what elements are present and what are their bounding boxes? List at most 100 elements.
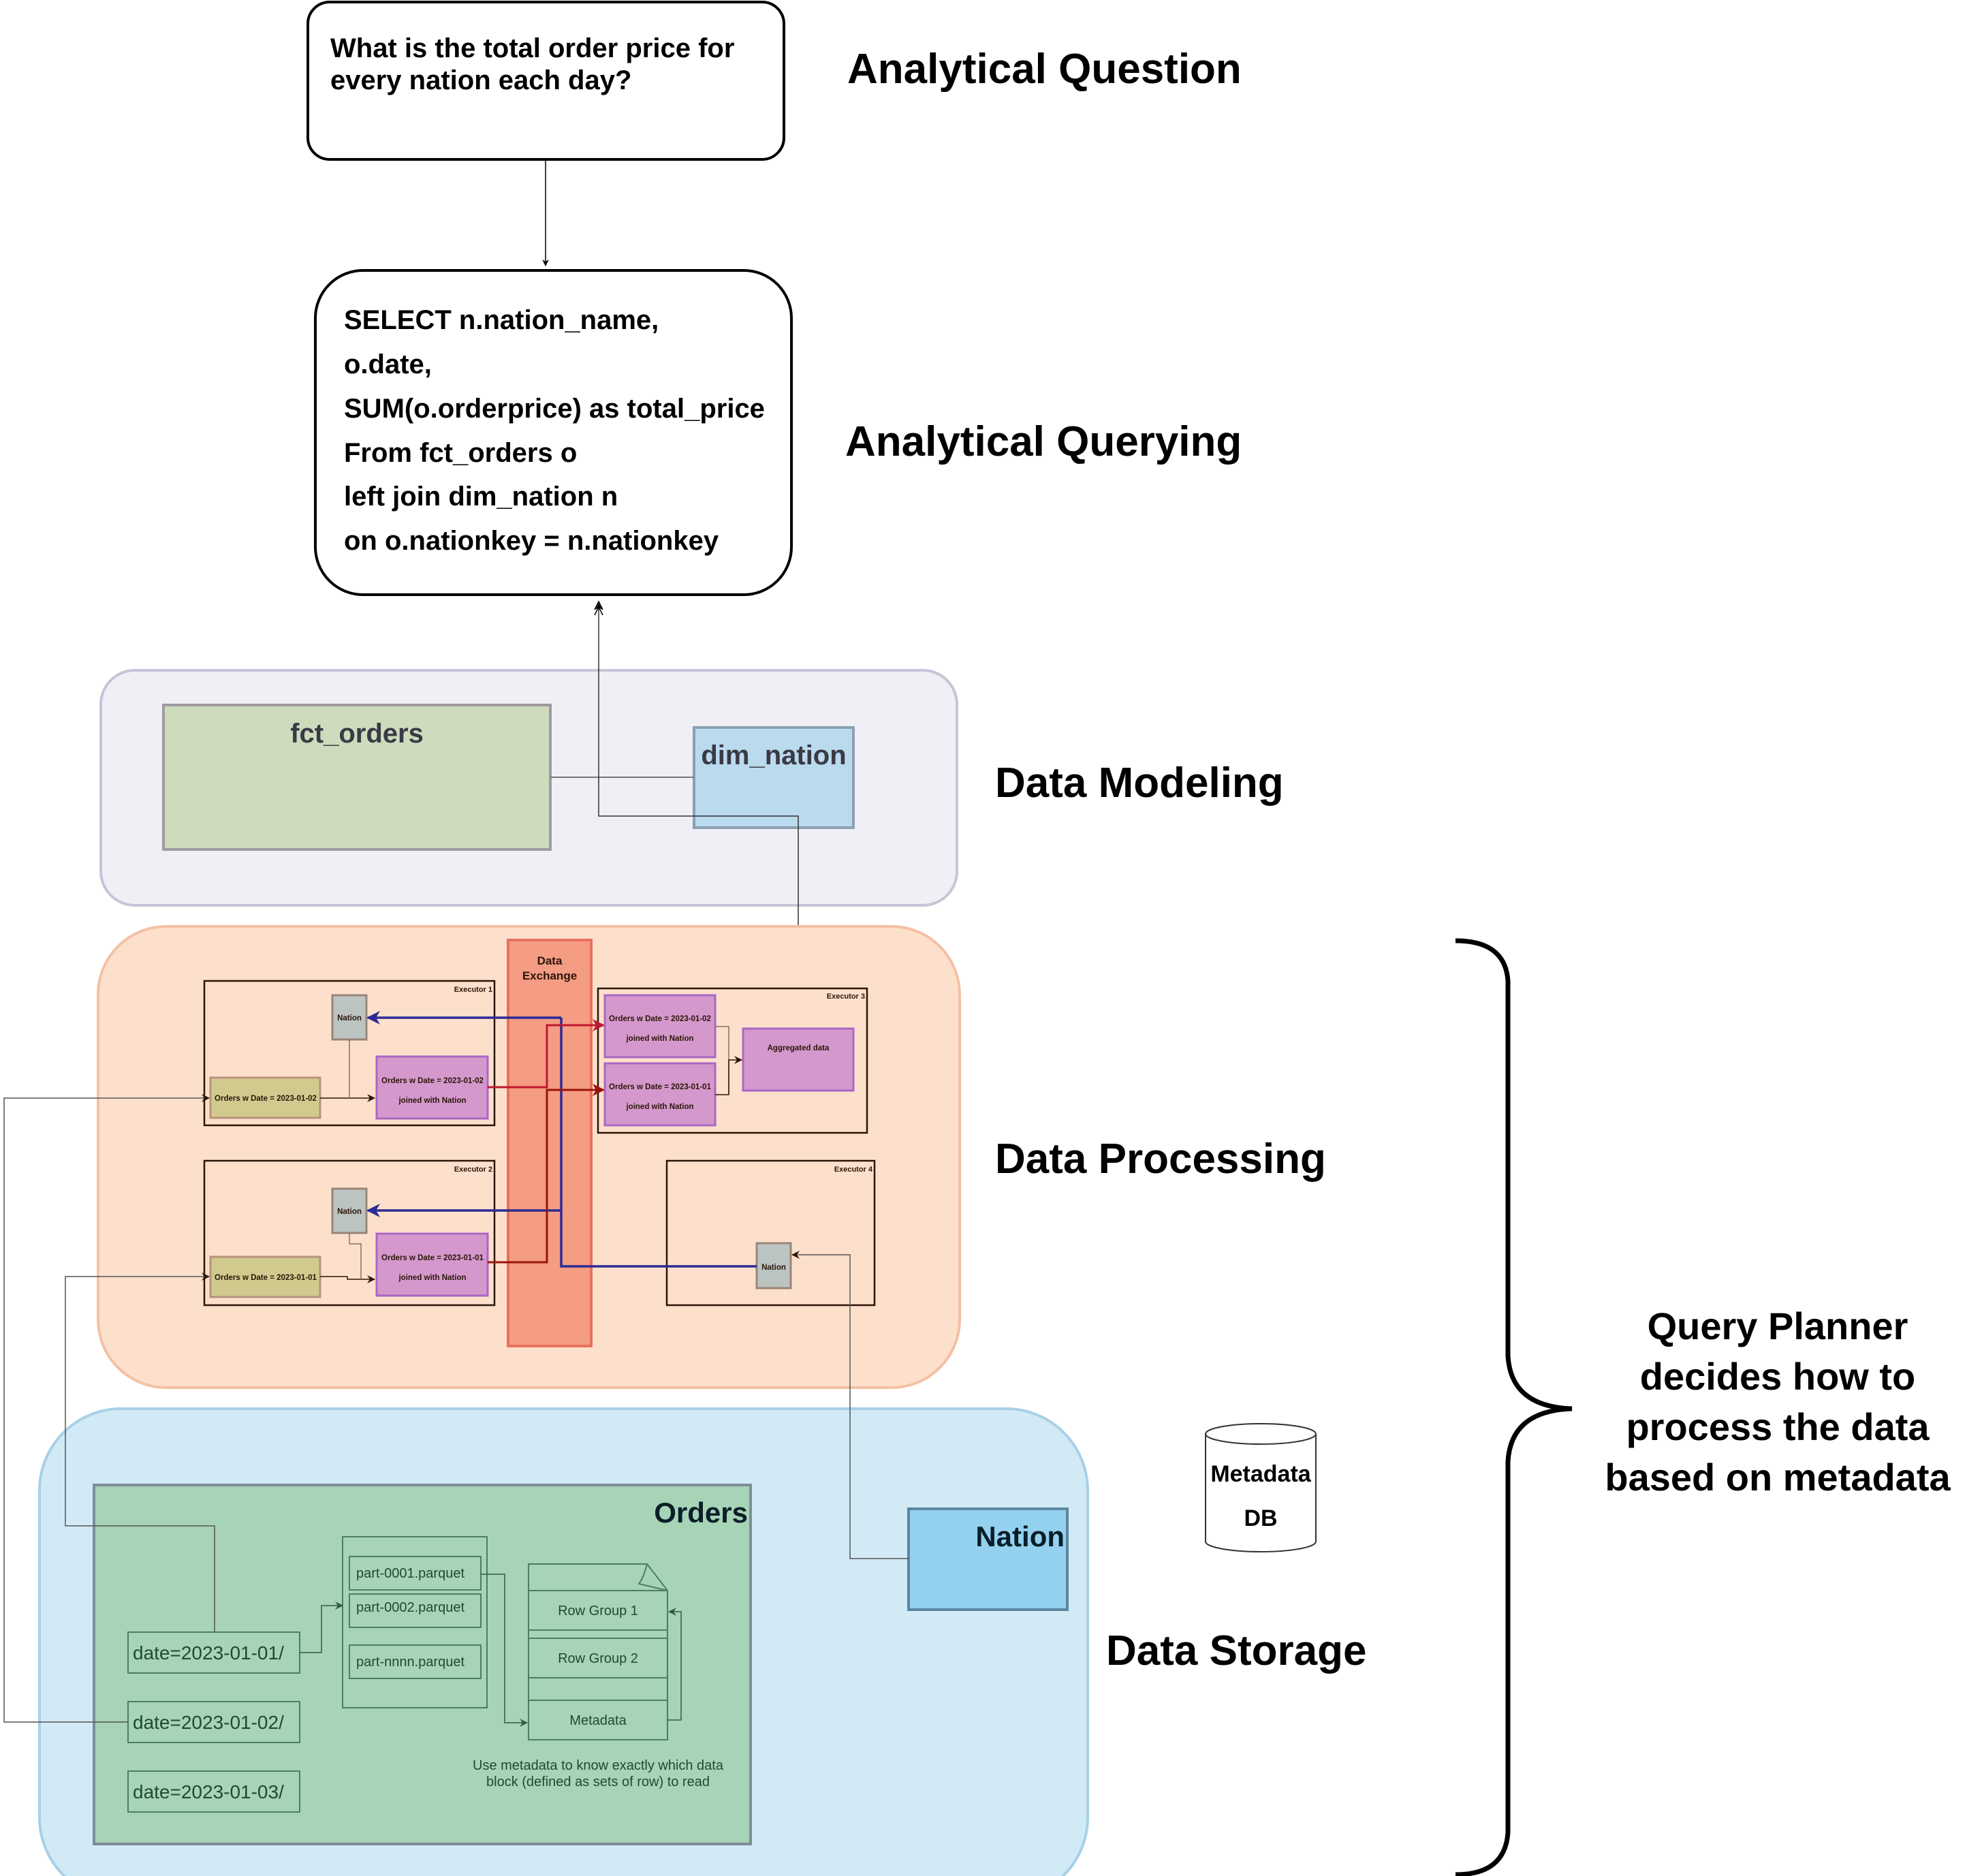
planner-line-2: decides how to: [1640, 1355, 1916, 1398]
sql-line-5: left join dim_nation n: [344, 482, 618, 512]
partition-2023-01-01-label: date=2023-01-01/: [133, 1642, 284, 1663]
executor-2-orders[interactable]: [209, 1255, 321, 1298]
executor-3-joined-b-line-1: Orders w Date = 2023-01-01: [609, 1083, 712, 1091]
metadata-db-line-1: Metadata: [1210, 1461, 1311, 1487]
partition-02-to-executor-1: [3, 1094, 210, 1723]
executor-4-frame: [665, 1159, 876, 1307]
storage-note-line-2: block (defined as sets of row) to read: [486, 1775, 710, 1789]
nation-storage[interactable]: [907, 1507, 1069, 1611]
executor-3-joined-a[interactable]: [603, 994, 717, 1059]
page-fold-icon: [638, 1563, 668, 1591]
row-group-2-label: Row Group 2: [558, 1651, 638, 1666]
executor-3-joined-b[interactable]: [603, 1062, 717, 1127]
database-top-icon: [1205, 1423, 1317, 1445]
curly-brace-icon: [1455, 938, 1573, 1876]
planner-line-3: process the data: [1626, 1405, 1930, 1448]
data-exchange-label-1: Data: [537, 954, 563, 967]
nation-storage-title: Nation: [975, 1520, 1065, 1552]
metadata-db: Metadata DB: [1205, 1423, 1317, 1552]
executor-1-orders[interactable]: [209, 1076, 321, 1119]
sql-line-3: SUM(o.orderprice) as total_price: [344, 394, 765, 424]
data-storage-layer: Orders date=2023-01-01/ date=2023-01-02/…: [38, 1407, 1366, 1876]
file-part-nnnn[interactable]: [349, 1644, 482, 1679]
shuffle-exec2-to-exec3-arrow: [488, 1084, 605, 1264]
partition-to-files-arrow: [300, 1601, 343, 1653]
executor-3-aggregated[interactable]: [742, 1027, 855, 1092]
question-line-1: What is the total order price for: [330, 33, 734, 63]
executor-1-frame: [203, 980, 496, 1127]
data-modeling-layer: fct_orders dim_nation Data Modeling: [99, 669, 1284, 907]
sql-section: SELECT n.nation_name, o.date, SUM(o.orde…: [314, 269, 1242, 596]
row-group-1[interactable]: [528, 1590, 668, 1631]
file-part-nnnn-label: part-nnnn.parquet: [356, 1655, 465, 1670]
partition-files-folder: [342, 1536, 488, 1708]
file-part-0002-label: part-0002.parquet: [356, 1600, 465, 1615]
sql-line-4: From fct_orders o: [344, 438, 577, 468]
shuffle-exec1-to-exec3-arrow: [488, 1019, 605, 1089]
executor-1-joined-line-2: joined with Nation: [398, 1097, 466, 1105]
fct-orders-label: fct_orders: [290, 719, 424, 749]
executor-2-orders-label: Orders w Date = 2023-01-01: [215, 1274, 317, 1282]
executor-3-joined-b-line-2: joined with Nation: [625, 1103, 693, 1111]
executor-2-joined[interactable]: [375, 1232, 489, 1297]
executor-1-label: Executor 1: [454, 986, 492, 994]
executor-1-orders-label: Orders w Date = 2023-01-02: [215, 1095, 317, 1103]
data-processing-layer: Data Exchange Executor 1 Nation Orders w…: [97, 925, 1326, 1389]
partition-2023-01-02-label: date=2023-01-02/: [133, 1712, 284, 1733]
executor-2-joined-line-2: joined with Nation: [398, 1274, 466, 1282]
executor-2-nation-label: Nation: [337, 1208, 362, 1216]
question-line-2: every nation each day?: [330, 65, 631, 95]
executor-3-joined-a-line-1: Orders w Date = 2023-01-02: [609, 1015, 711, 1023]
sql-line-1: SELECT n.nation_name,: [344, 305, 659, 335]
executor-2-nation-to-joined: [349, 1233, 362, 1279]
executor-3-label: Executor 3: [827, 992, 865, 1001]
parquet-metadata[interactable]: [528, 1700, 668, 1740]
parquet-metadata-label: Metadata: [569, 1713, 627, 1728]
executor-2-joined-line-1: Orders w Date = 2023-01-01: [381, 1254, 484, 1262]
broadcast-nation-line: [560, 1018, 757, 1268]
label-data-modeling: Data Modeling: [995, 760, 1284, 807]
planner-line-1: Query Planner: [1648, 1304, 1908, 1347]
executor-3-joined-a-line-2: joined with Nation: [625, 1035, 693, 1043]
file-part-0001[interactable]: [349, 1556, 482, 1591]
executor-4: Executor 4 Nation: [665, 1159, 876, 1307]
executor-1-nation-label: Nation: [337, 1014, 362, 1022]
executor-4-label: Executor 4: [834, 1166, 873, 1174]
file-to-metadata-arrow: [481, 1574, 528, 1727]
executor-3-frame: [597, 987, 868, 1134]
label-analytical-question: Analytical Question: [847, 46, 1242, 93]
metadata-db-line-2: DB: [1244, 1505, 1277, 1531]
label-analytical-querying: Analytical Querying: [845, 418, 1242, 465]
executor-3-aggregated-label: Aggregated data: [768, 1044, 830, 1052]
executor-2: Executor 2 Nation Orders w Date = 2023-0…: [203, 1159, 496, 1307]
partition-2023-01-03[interactable]: [127, 1770, 300, 1813]
executor-1-joined[interactable]: [375, 1055, 489, 1120]
nation-storage-to-executor-4: [791, 1251, 909, 1559]
data-exchange-zone: [507, 939, 593, 1347]
sql-line-2: o.date,: [344, 349, 432, 379]
sql-box: [314, 269, 793, 596]
query-planner: Query Planner decides how to process the…: [1455, 938, 1951, 1876]
executor-1-nation[interactable]: [331, 994, 368, 1041]
file-part-0002[interactable]: [349, 1593, 482, 1628]
executor-4-nation[interactable]: [755, 1242, 792, 1289]
multi-arrow-head-icon: [594, 600, 603, 616]
file-part-0001-label: part-0001.parquet: [356, 1566, 465, 1581]
label-data-processing: Data Processing: [995, 1136, 1326, 1183]
row-group-1-label: Row Group 1: [558, 1604, 638, 1619]
orders-storage-title: Orders: [654, 1497, 748, 1529]
executor-1-joined-line-1: Orders w Date = 2023-01-02: [381, 1077, 484, 1085]
executor-2-frame: [203, 1159, 496, 1307]
sql-line-6: on o.nationkey = n.nationkey: [344, 526, 719, 556]
executor-3-joined-b-to-agg: [715, 1056, 742, 1095]
partition-01-to-executor-2: [65, 1272, 215, 1632]
aggregated-to-sql-connector: [595, 603, 799, 1029]
data-exchange-label-2: Exchange: [522, 969, 577, 982]
executor-1: Executor 1 Nation Orders w Date = 2023-0…: [203, 980, 496, 1127]
metadata-to-rowgroup-arrow: [667, 1608, 682, 1721]
partition-2023-01-03-label: date=2023-01-03/: [133, 1781, 284, 1802]
label-data-storage: Data Storage: [1106, 1627, 1366, 1674]
row-group-2[interactable]: [528, 1638, 668, 1678]
executor-2-label: Executor 2: [454, 1166, 492, 1174]
